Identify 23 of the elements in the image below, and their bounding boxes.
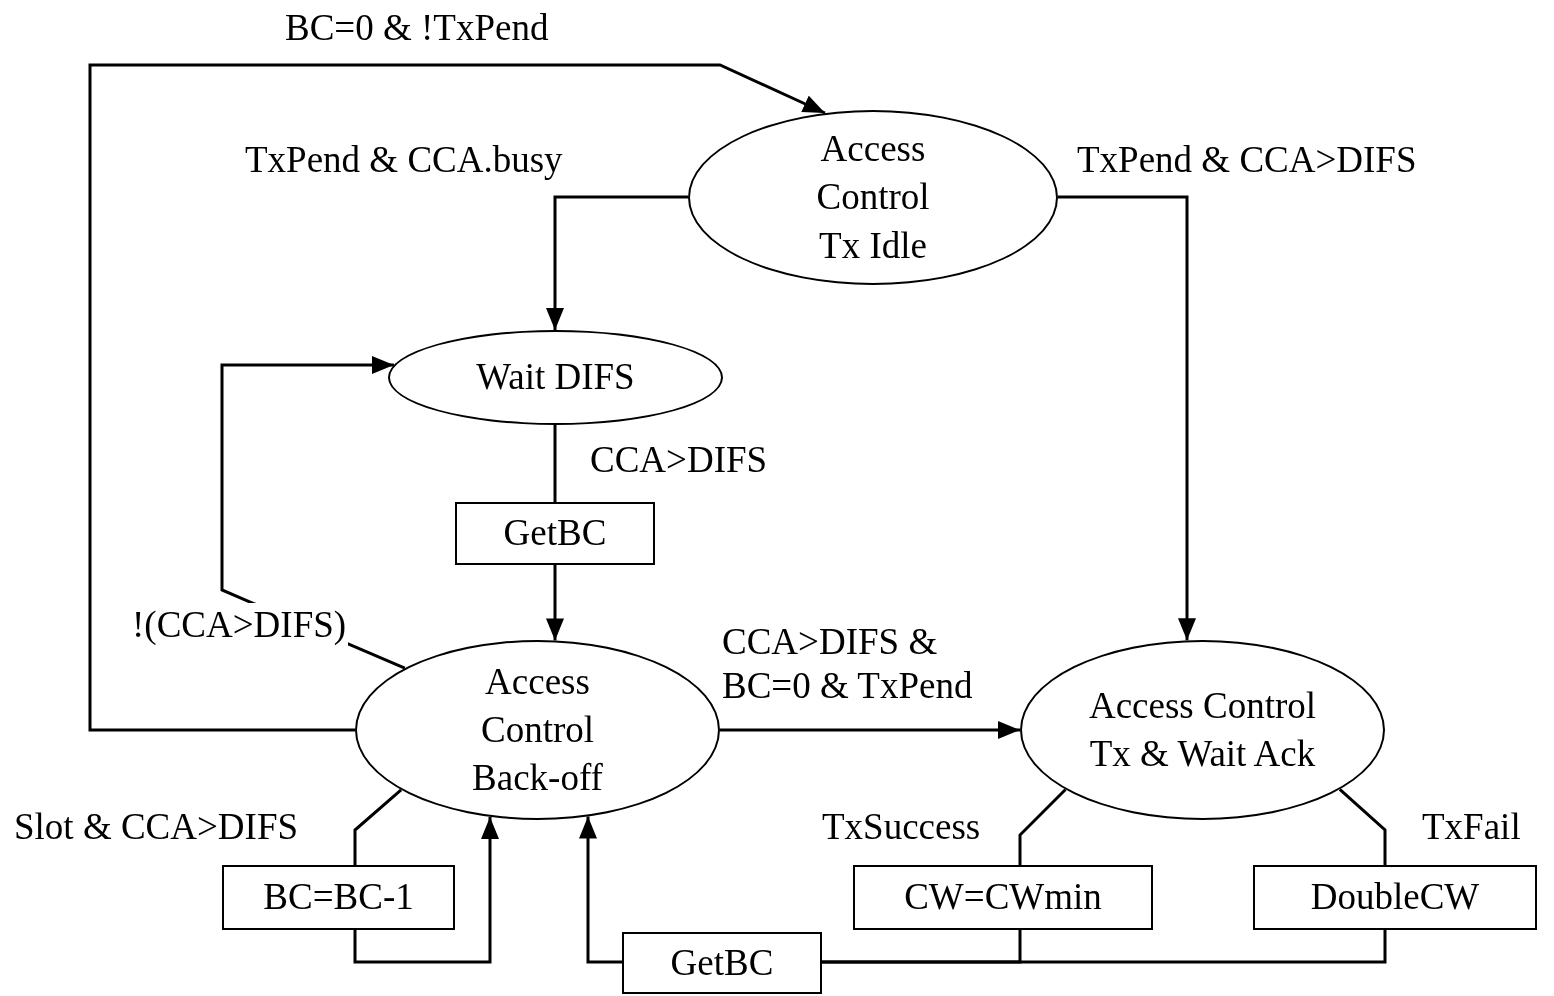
arrow — [546, 195, 688, 330]
action-box — [222, 865, 455, 930]
action-box — [1253, 865, 1537, 930]
state-name: Access Control Tx Idle — [815, 127, 931, 268]
connector-line — [1338, 788, 1387, 865]
state-name: Access Control Tx & Wait Ack — [1087, 683, 1318, 776]
action-name: GetBC — [670, 940, 774, 985]
action-box — [455, 502, 655, 565]
action-box — [622, 932, 822, 994]
arrow — [720, 721, 1020, 739]
connector-line — [353, 788, 403, 865]
action-name: BC=BC-1 — [263, 875, 414, 920]
arrow — [1058, 195, 1196, 641]
state-name: Access Control Back-off — [471, 659, 604, 801]
action-box — [853, 865, 1153, 930]
state-name: Wait DIFS — [476, 355, 635, 400]
action-name: CW=CWmin — [904, 875, 1102, 920]
connector-line — [553, 425, 557, 502]
arrow — [546, 565, 564, 641]
action-name: DoubleCW — [1310, 875, 1480, 920]
connector-line — [822, 930, 1387, 964]
action-name: GetBC — [503, 511, 607, 556]
connector-line — [1018, 788, 1067, 865]
